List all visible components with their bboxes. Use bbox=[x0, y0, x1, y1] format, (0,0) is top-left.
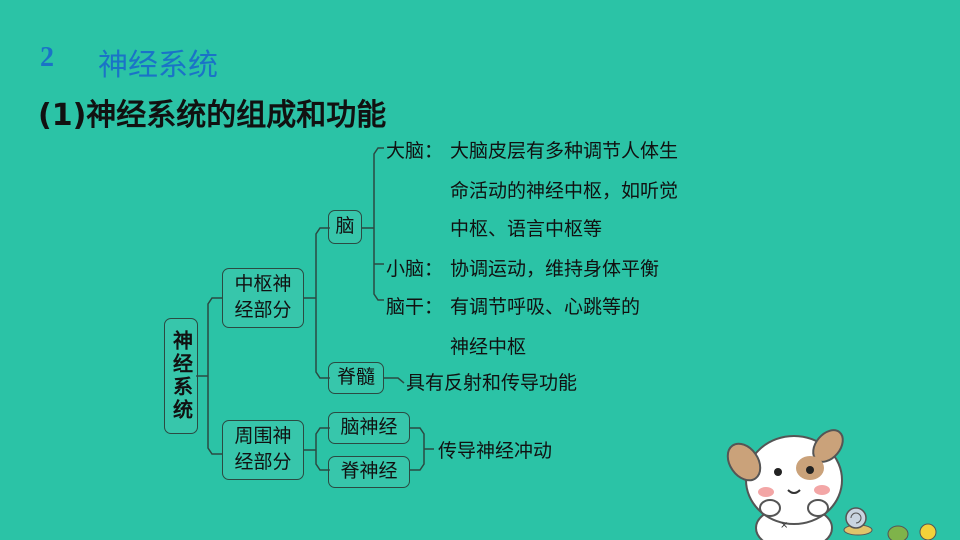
cerebellum-desc: 协调运动，维持身体平衡 bbox=[450, 258, 660, 280]
root-label: 神经系统 bbox=[169, 330, 194, 422]
brainstem-desc-line2: 神经中枢 bbox=[450, 336, 527, 358]
cerebellum-label: 小脑： bbox=[386, 258, 444, 280]
spinal-cord-node: 脊髓 bbox=[328, 362, 384, 394]
central-label-line2: 经部分 bbox=[234, 299, 292, 321]
brain-node: 脑 bbox=[328, 210, 362, 244]
peripheral-label-line2: 经部分 bbox=[234, 451, 292, 473]
spinal-cord-label: 脊髓 bbox=[336, 366, 375, 389]
cranial-nerve-label: 脑神经 bbox=[340, 416, 398, 439]
peripheral-desc: 传导神经冲动 bbox=[438, 440, 553, 462]
peripheral-label-line1: 周围神 bbox=[234, 425, 292, 448]
spinal-nerve-label: 脊神经 bbox=[340, 460, 398, 483]
spinal-cord-desc: 具有反射和传导功能 bbox=[406, 372, 578, 394]
section-title: 神经系统 bbox=[98, 48, 218, 83]
cerebrum-desc-line2: 命活动的神经中枢，如听觉 bbox=[450, 180, 679, 202]
cerebrum-desc-line1: 大脑皮层有多种调节人体生 bbox=[450, 140, 679, 162]
cranial-nerve-node: 脑神经 bbox=[328, 412, 410, 444]
brainstem-desc-line1: 有调节呼吸、心跳等的 bbox=[450, 296, 641, 318]
root-node: 神经系统 bbox=[164, 318, 198, 434]
central-node: 中枢神 经部分 bbox=[222, 268, 304, 328]
cerebrum-label: 大脑： bbox=[386, 140, 444, 162]
peripheral-node: 周围神 经部分 bbox=[222, 420, 304, 480]
subtitle: (1)神经系统的组成和功能 bbox=[38, 98, 387, 133]
svg-text:×: × bbox=[780, 520, 788, 531]
section-number: 2 bbox=[40, 42, 54, 73]
brainstem-label: 脑干： bbox=[386, 296, 444, 318]
cartoon-dog-illustration: × bbox=[726, 429, 937, 540]
brain-label: 脑 bbox=[335, 215, 355, 238]
cerebrum-desc-line3: 中枢、语言中枢等 bbox=[450, 218, 603, 240]
central-label-line1: 中枢神 bbox=[234, 273, 292, 296]
spinal-nerve-node: 脊神经 bbox=[328, 456, 410, 488]
